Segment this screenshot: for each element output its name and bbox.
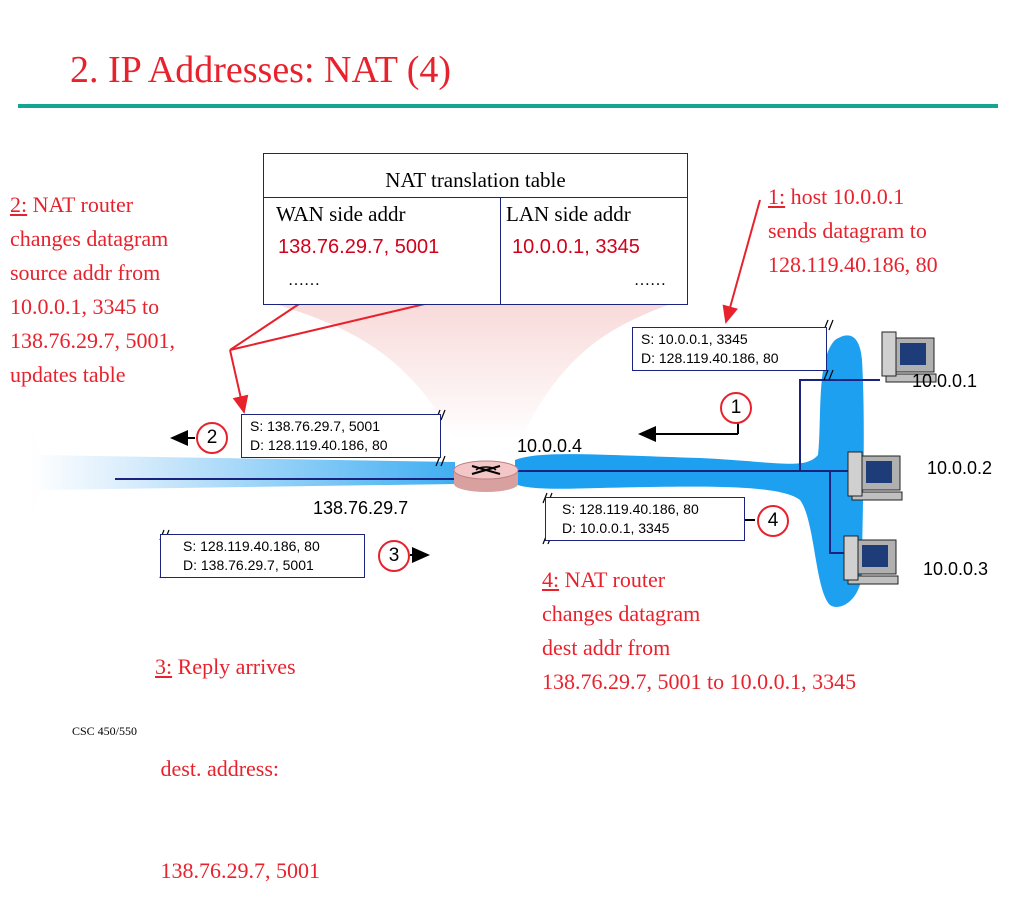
wan-band <box>30 420 455 520</box>
computer-icon <box>843 535 899 585</box>
step-3-line: Reply arrives <box>177 654 296 679</box>
step-marker-1: 1 <box>720 392 752 424</box>
step-4-number: 4: <box>542 567 560 592</box>
packet-source: S: 128.119.40.186, 80 <box>183 538 320 554</box>
packet-destination: D: 128.119.40.186, 80 <box>641 350 779 366</box>
step-2-line: source addr from <box>10 260 161 285</box>
step-3-note: 3: Reply arrives dest. address: 138.76.2… <box>155 582 320 922</box>
router-wan-address: 138.76.29.7 <box>313 498 409 518</box>
step-2-line: NAT router <box>32 192 134 217</box>
step-2-line: changes datagram <box>10 226 169 251</box>
nat-table-divider <box>264 197 687 198</box>
step-3-number: 3: <box>155 654 173 679</box>
computer-icon <box>881 331 937 383</box>
packet-step-3: S: 128.119.40.186, 80 D: 138.76.29.7, 50… <box>160 534 365 578</box>
step-4-line: 138.76.29.7, 5001 to 10.0.0.1, 3345 <box>542 669 857 694</box>
table-funnel <box>278 305 668 440</box>
step-2-note: 2: NAT router changes datagram source ad… <box>10 188 175 392</box>
step-marker-3: 3 <box>378 540 410 572</box>
lan-address-cell: 10.0.0.1, 3345 <box>512 236 640 258</box>
step-2-number: 2: <box>10 192 28 217</box>
nat-table-column-divider <box>500 198 501 304</box>
packet-source: S: 10.0.0.1, 3345 <box>641 331 748 347</box>
computer-icon <box>847 451 903 501</box>
nat-translation-table: NAT translation table WAN side addr LAN … <box>263 153 688 305</box>
packet-step-1: S: 10.0.0.1, 3345 D: 128.119.40.186, 80 <box>632 327 827 371</box>
wan-column-header: WAN side addr <box>276 202 406 226</box>
host1-link <box>799 379 880 471</box>
packet-source: S: 138.76.29.7, 5001 <box>250 418 380 434</box>
step-1-number: 1: <box>768 184 786 209</box>
lan-more-entries: …… <box>634 272 666 289</box>
network-diagram <box>30 199 937 607</box>
step-1-line: sends datagram to <box>768 218 927 243</box>
step-3-line: dest. address: <box>155 756 280 781</box>
step-2-line: 10.0.0.1, 3345 to <box>10 294 160 319</box>
lan-column-header: LAN side addr <box>506 202 631 226</box>
step-2-line: 138.76.29.7, 5001, <box>10 328 175 353</box>
footer-course-label: CSC 450/550 <box>72 724 138 738</box>
step-marker-2: 2 <box>196 422 228 454</box>
packet-destination: D: 10.0.0.1, 3345 <box>562 520 670 536</box>
page-title: 2. IP Addresses: NAT (4) <box>70 49 452 91</box>
step-3-line: 138.76.29.7, 5001 <box>155 858 321 883</box>
callout-1 <box>722 199 761 324</box>
packet-source: S: 128.119.40.186, 80 <box>562 501 699 517</box>
title-divider <box>18 104 998 108</box>
nat-table-title: NAT translation table <box>385 168 566 192</box>
step-1-line: host 10.0.0.1 <box>790 184 905 209</box>
step-2-line: updates table <box>10 362 126 387</box>
wan-address-cell: 138.76.29.7, 5001 <box>278 236 440 258</box>
step-1-note: 1: host 10.0.0.1 sends datagram to 128.1… <box>768 180 938 282</box>
packet-step-2: S: 138.76.29.7, 5001 D: 128.119.40.186, … <box>241 414 441 458</box>
wan-more-entries: …… <box>288 272 320 289</box>
step-1-line: 128.119.40.186, 80 <box>768 252 938 277</box>
step-4-note: 4: NAT router changes datagram dest addr… <box>542 563 856 699</box>
host-3-address: 10.0.0.3 <box>923 559 989 579</box>
step-marker-4: 4 <box>757 505 789 537</box>
router-icon <box>453 460 519 492</box>
step-4-line: changes datagram <box>542 601 701 626</box>
packet-destination: D: 128.119.40.186, 80 <box>250 437 388 453</box>
host-1-address: 10.0.0.1 <box>912 371 978 391</box>
callout-2 <box>229 349 249 414</box>
step-4-line: dest addr from <box>542 635 671 660</box>
packet-step-4: S: 128.119.40.186, 80 D: 10.0.0.1, 3345 <box>545 497 745 541</box>
packet-destination: D: 138.76.29.7, 5001 <box>183 557 314 573</box>
step-4-line: NAT router <box>564 567 666 592</box>
router-lan-address: 10.0.0.4 <box>517 436 583 456</box>
host-2-address: 10.0.0.2 <box>927 458 993 478</box>
